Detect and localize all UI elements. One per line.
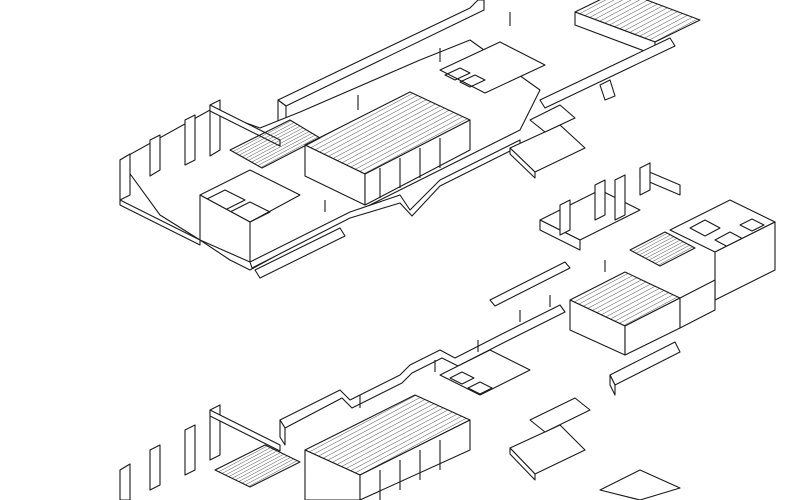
lower-level [119, 304, 681, 500]
lower-rear-wall [279, 304, 566, 429]
lower-wedge [509, 424, 586, 475]
upper-level [119, 0, 701, 279]
lower-stair [214, 444, 301, 488]
middle-stair [629, 231, 696, 267]
middle-rear-wall [489, 261, 571, 307]
middle-level [489, 162, 776, 396]
